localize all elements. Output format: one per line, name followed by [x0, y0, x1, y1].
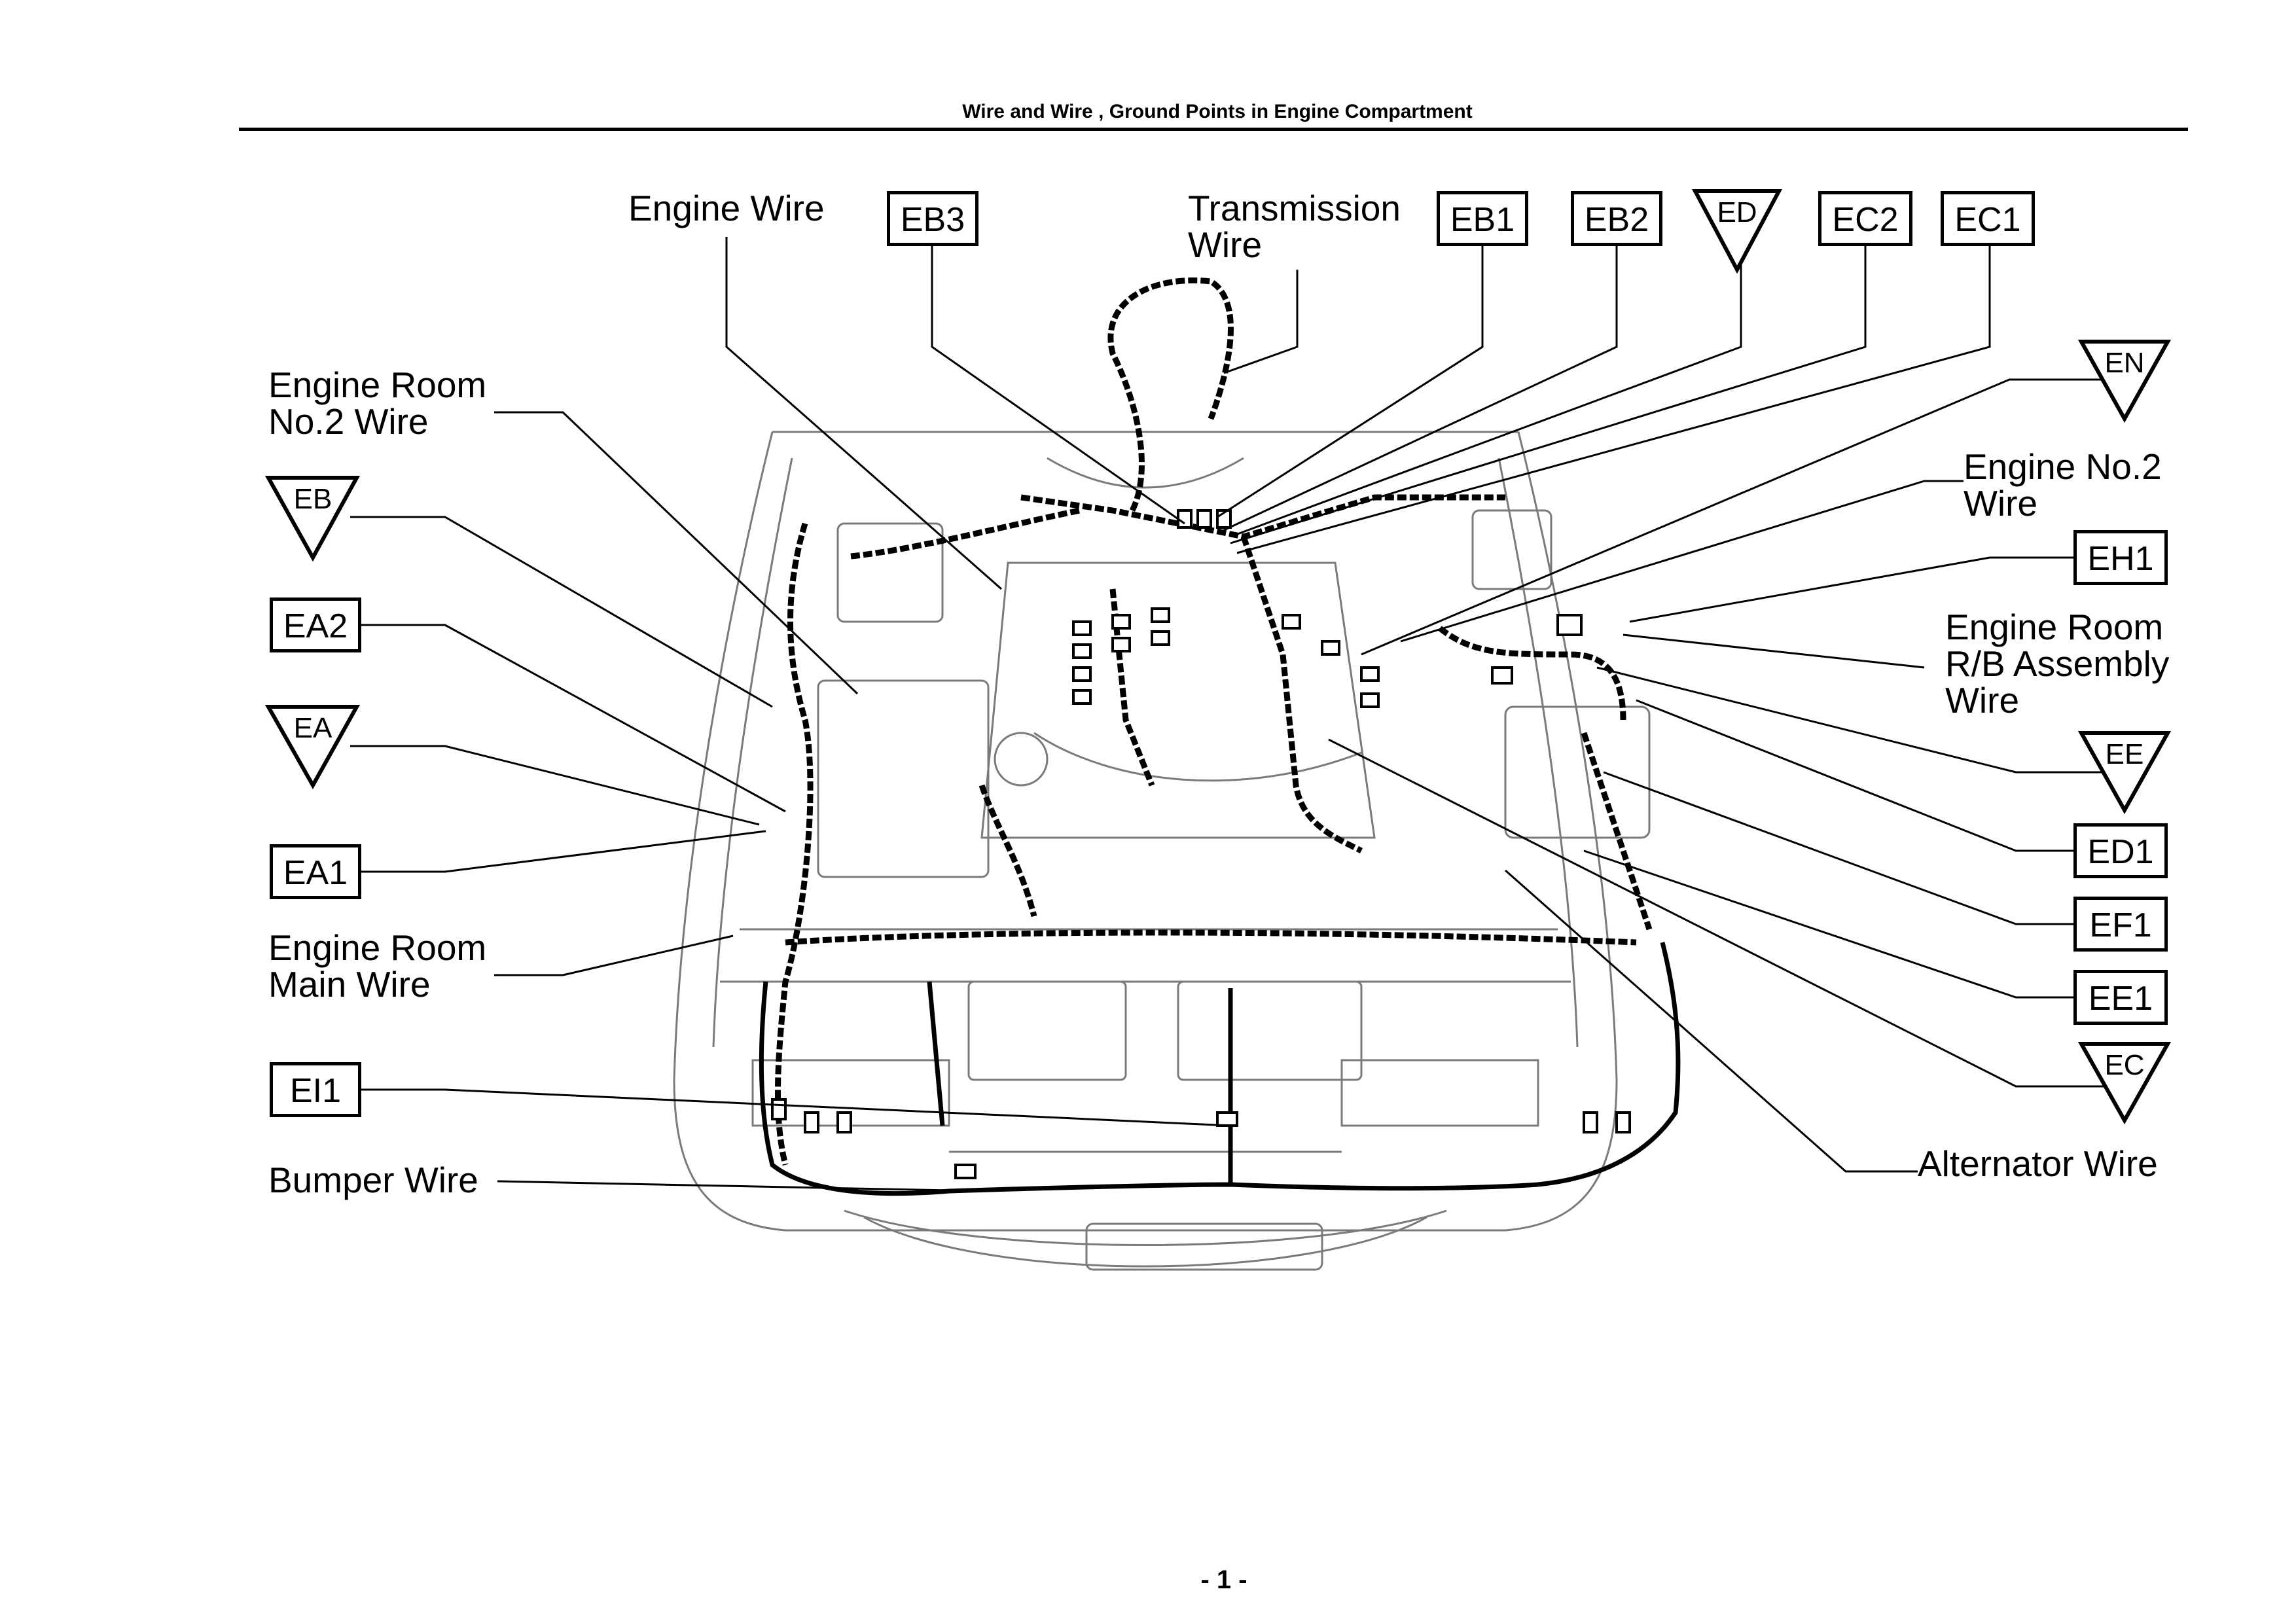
ground-eb-triangle: [264, 476, 361, 562]
label-engine-room-no2-line1: Engine Room: [268, 365, 487, 405]
page-number: - 1 -: [1200, 1565, 1247, 1594]
ground-en-label: EN: [2104, 347, 2145, 379]
connector-ec1: EC1: [1941, 191, 2035, 246]
label-rb-assembly-line2: R/B Assembly: [1945, 643, 2170, 684]
connector-ei1: EI1: [270, 1062, 361, 1117]
label-engine-no2-line1: Engine No.2: [1964, 446, 2162, 487]
connector-ec2: EC2: [1818, 191, 1912, 246]
connector-ed1: ED1: [2073, 823, 2168, 878]
label-bumper-wire: Bumper Wire: [268, 1160, 478, 1200]
connector-eb2: EB2: [1571, 191, 1662, 246]
connector-ea1: EA1: [270, 844, 361, 899]
label-engine-room-no2-line2: No.2 Wire: [268, 401, 429, 442]
ground-en-triangle: [2077, 340, 2172, 423]
ground-ec-triangle: [2077, 1042, 2172, 1125]
label-rb-assembly-line1: Engine Room: [1945, 607, 2164, 647]
connector-ef1: EF1: [2073, 897, 2168, 952]
label-transmission-wire-line2: Wire: [1188, 224, 1263, 265]
label-engine-room-main-line2: Main Wire: [268, 964, 431, 1005]
connector-eb3: EB3: [887, 191, 978, 246]
ground-ed-triangle: [1692, 189, 1782, 274]
vehicle-outline: [673, 431, 1651, 1271]
bumper-wire-route: [759, 942, 1681, 1196]
label-engine-wire: Engine Wire: [628, 188, 825, 228]
ground-ec-label: EC: [2104, 1049, 2145, 1081]
ground-eb-label: EB: [293, 483, 332, 515]
ground-ed-label: ED: [1717, 196, 1757, 228]
ground-ee-label: EE: [2105, 738, 2144, 770]
page-title: Wire and Wire , Ground Points in Engine …: [962, 101, 1473, 122]
ground-ea-triangle: [264, 705, 361, 790]
connector-eb1: EB1: [1437, 191, 1528, 246]
ground-ee-triangle: [2077, 731, 2172, 815]
connector-ee1: EE1: [2073, 970, 2168, 1025]
connector-eh1: EH1: [2073, 530, 2168, 585]
label-rb-assembly-line3: Wire: [1945, 680, 2020, 721]
leader-lines: [350, 237, 2121, 1192]
ground-triangles: [264, 189, 2172, 1125]
ground-ea-label: EA: [293, 712, 332, 744]
label-transmission-wire-line1: Transmission: [1188, 188, 1401, 228]
label-engine-room-main-line1: Engine Room: [268, 927, 487, 968]
header-rule: [239, 128, 2188, 131]
label-alternator-wire: Alternator Wire: [1918, 1143, 2158, 1184]
label-engine-no2-line2: Wire: [1964, 483, 2038, 524]
wire-harness: [774, 277, 1653, 1166]
connector-ea2: EA2: [270, 597, 361, 652]
